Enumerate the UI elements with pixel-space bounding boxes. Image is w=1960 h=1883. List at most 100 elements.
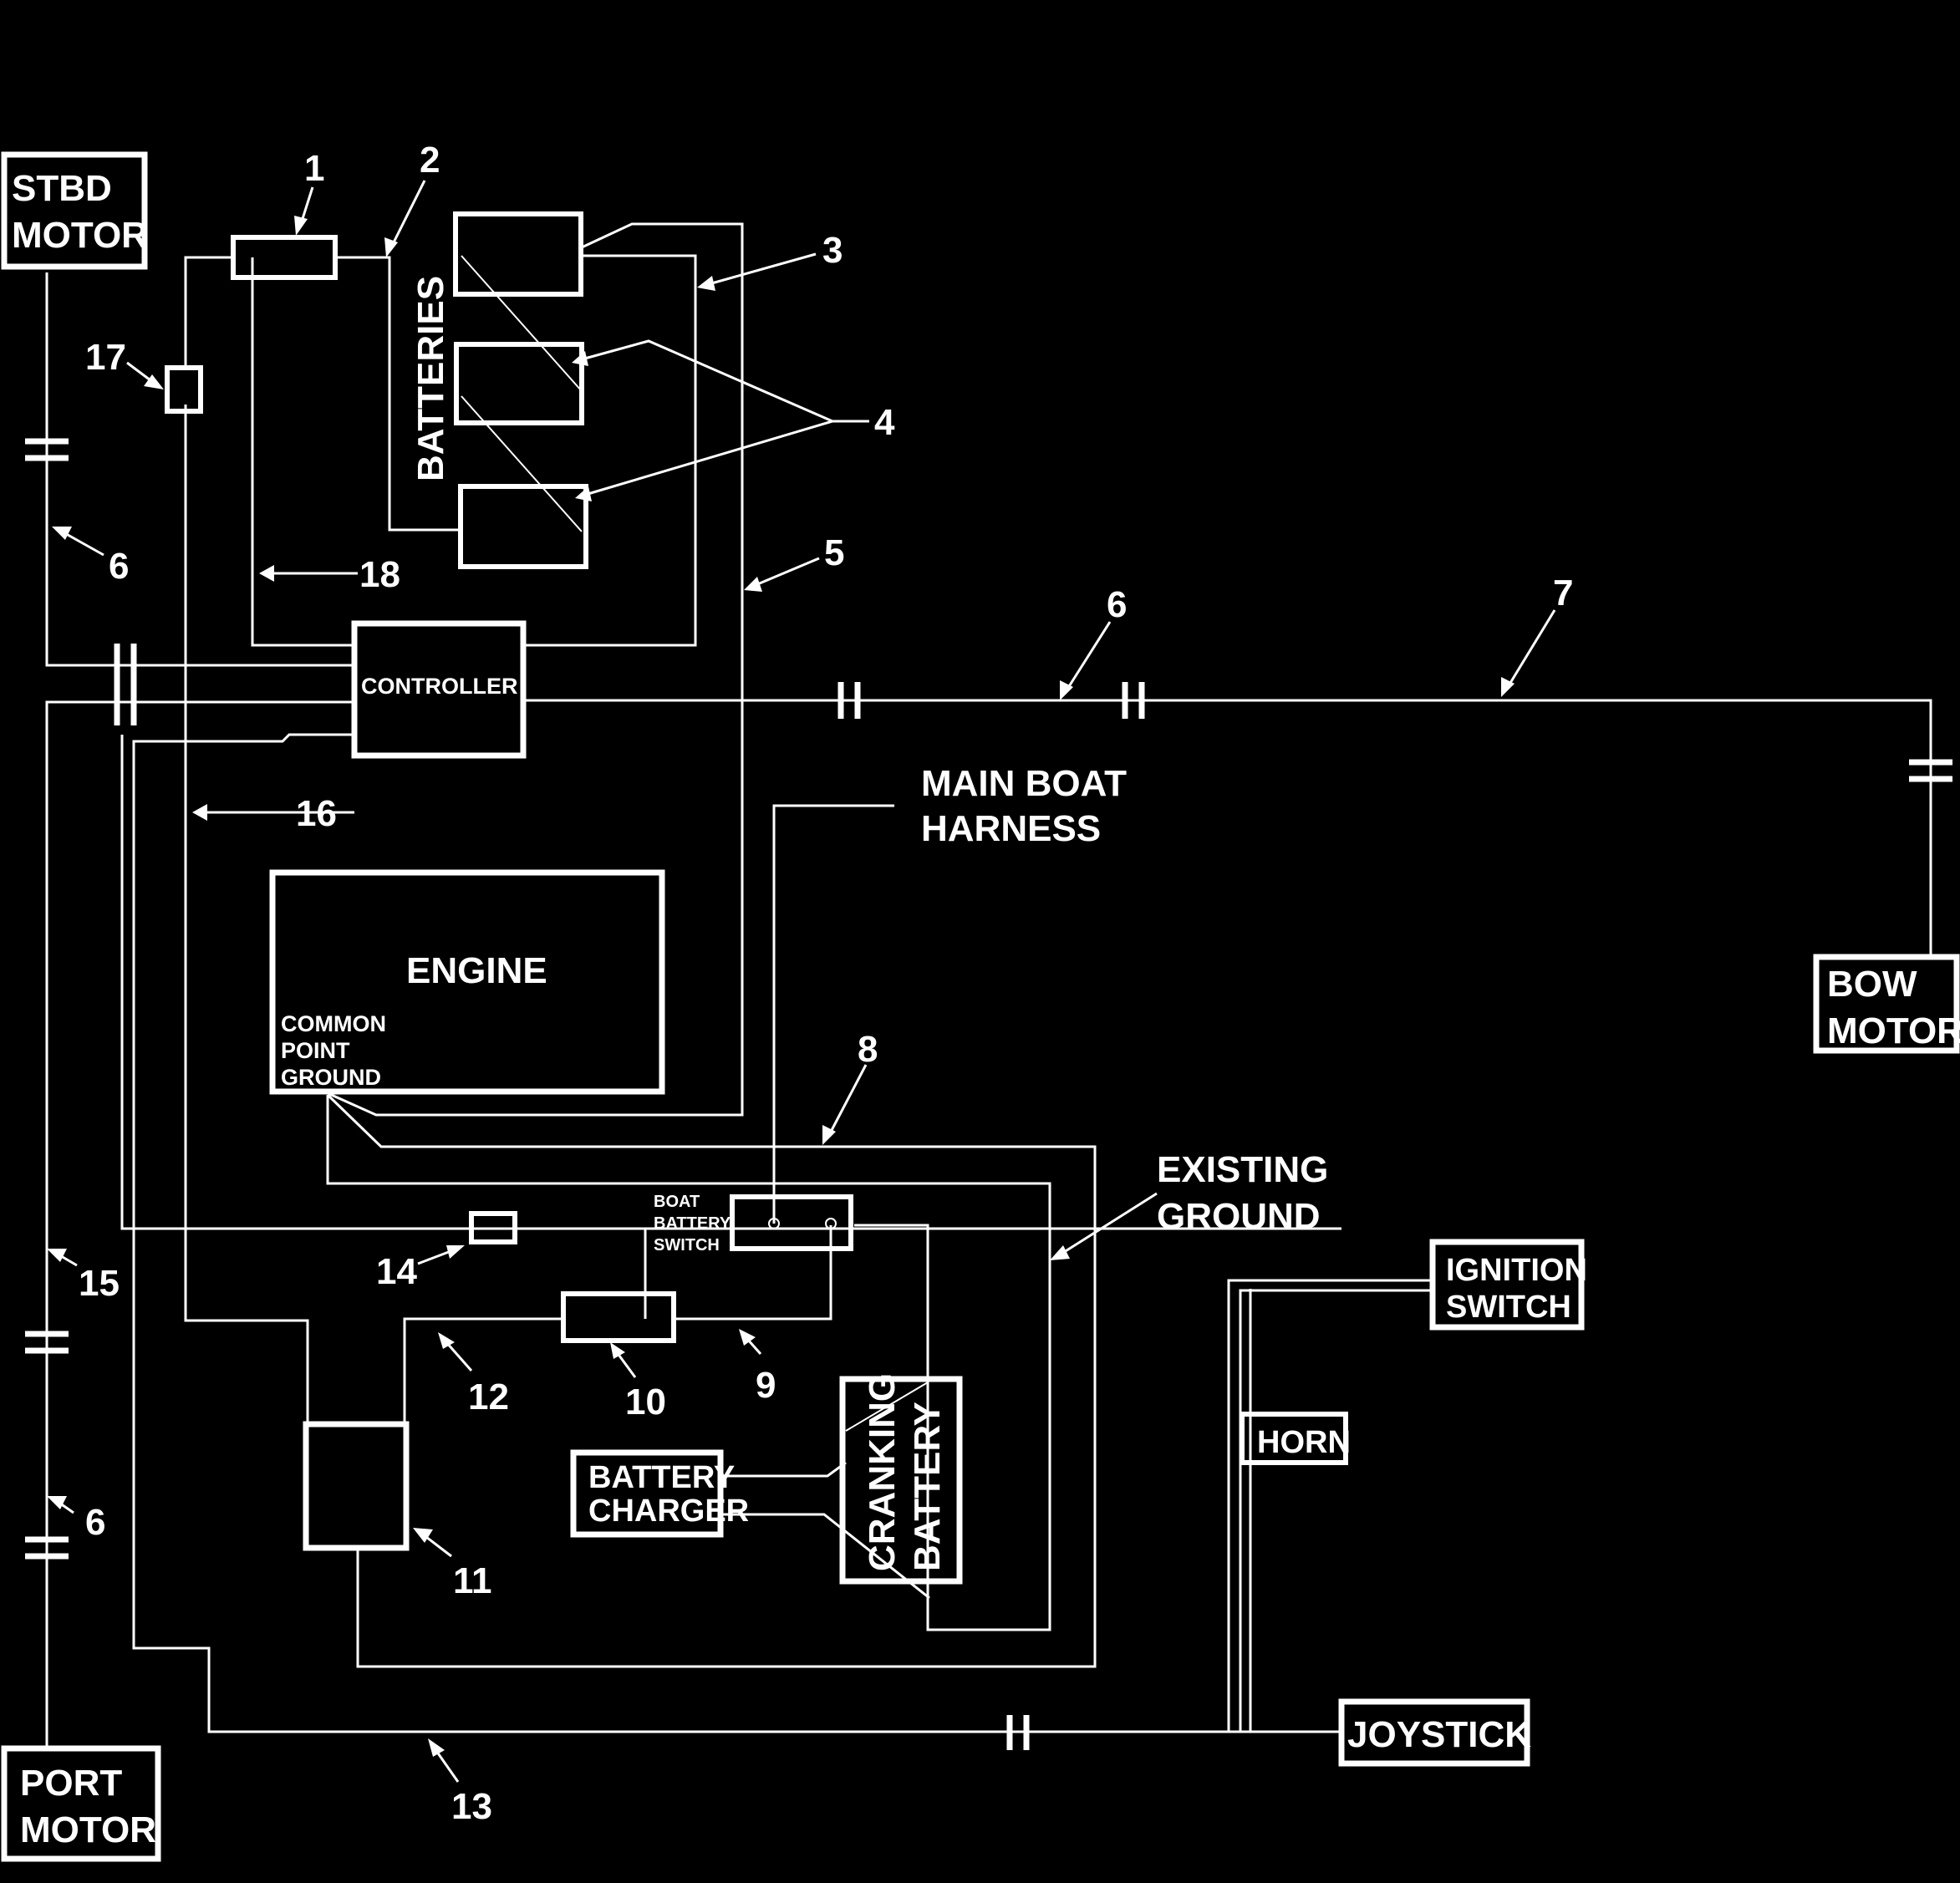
- battery-switch-post-b: [825, 1218, 837, 1229]
- main-boat-harness-label-2: HARNESS: [921, 808, 1101, 849]
- connector-bow-c: [1909, 759, 1952, 782]
- wire-existing-ground: [326, 1095, 1051, 1631]
- cranking-battery-box: [839, 1376, 963, 1585]
- battery-top: [453, 211, 583, 297]
- engine-box: [269, 869, 665, 1095]
- bow-motor-label-1: BOW: [1827, 964, 1917, 1005]
- wire-16: [184, 405, 309, 1424]
- common-point-ground-label-2: POINT: [281, 1038, 350, 1063]
- connector-stbd: [25, 438, 69, 461]
- callout-numbers: 1 2 3 4 5 6 6 6 7 8 9 10 11 12 13 14 15 …: [79, 140, 1573, 1827]
- controller-box: [351, 620, 527, 759]
- wire-main-harness: [772, 804, 894, 1224]
- fuse-17: [165, 365, 203, 414]
- callout-6a: 6: [109, 546, 129, 587]
- bow-motor-wire: [523, 699, 1932, 954]
- component-labels: STBD MOTOR PORT MOTOR BOW MOTOR BATTERIE…: [12, 168, 1960, 1850]
- callout-13: 13: [451, 1786, 492, 1827]
- callout-5: 5: [824, 532, 844, 573]
- port-motor-label-2: MOTOR: [20, 1809, 156, 1850]
- wire-5: [327, 222, 744, 1117]
- cranking-battery-label-2: BATTERY: [907, 1402, 948, 1571]
- battery-charger-label-1: BATTERY: [588, 1460, 735, 1495]
- boat-battery-switch-label-3: SWITCH: [654, 1236, 720, 1254]
- callout-leaders: [47, 180, 1556, 1783]
- stbd-motor-box: [1, 151, 148, 270]
- joystick-label: JOYSTICK: [1347, 1714, 1531, 1755]
- connector-controller-harness: [114, 644, 137, 725]
- wire-2: [334, 256, 460, 532]
- callout-14: 14: [376, 1251, 417, 1292]
- main-boat-harness-label-1: MAIN BOAT: [921, 763, 1127, 804]
- ignition-switch-label-1: IGNITION: [1446, 1253, 1587, 1288]
- callout-6c: 6: [85, 1502, 105, 1543]
- connector-port-upper: [25, 1331, 69, 1354]
- callout-17: 17: [85, 337, 126, 378]
- connector-joystick: [1006, 1715, 1030, 1750]
- callout-7: 7: [1553, 573, 1573, 613]
- callout-1: 1: [304, 148, 324, 189]
- fuse-14: [469, 1211, 517, 1244]
- batteries-label: BATTERIES: [410, 276, 451, 481]
- callout-8: 8: [858, 1029, 878, 1070]
- connector-port-lower: [25, 1536, 69, 1560]
- cranking-battery-label-1: CRANKING: [862, 1373, 903, 1571]
- boat-battery-switch-box: [730, 1194, 853, 1251]
- joystick-harness-wire: [132, 733, 1341, 1733]
- battery-middle: [454, 342, 584, 425]
- wire-fuse17-top: [184, 256, 232, 368]
- battery-switch-post-a: [768, 1218, 780, 1229]
- engine-label: ENGINE: [406, 950, 547, 991]
- common-point-ground-label-1: COMMON: [281, 1011, 386, 1036]
- wire-18: [251, 257, 354, 647]
- stbd-motor-label-2: MOTOR: [12, 215, 148, 256]
- stbd-motor-label-1: STBD: [12, 168, 112, 209]
- battery-link-b: [461, 395, 583, 532]
- wire-charger-b: [722, 1513, 930, 1600]
- horn-box: [1240, 1412, 1348, 1465]
- callout-3: 3: [822, 230, 843, 271]
- wire-9: [675, 1225, 832, 1321]
- callout-9: 9: [756, 1365, 776, 1406]
- callout-11: 11: [453, 1560, 492, 1601]
- wire-14: [518, 1227, 647, 1319]
- battery-link-a: [461, 255, 583, 392]
- callout-2: 2: [420, 140, 440, 181]
- common-point-ground-label-3: GROUND: [281, 1065, 381, 1090]
- boat-battery-switch-label-1: BOAT: [654, 1193, 700, 1211]
- component-boxes: [1, 151, 1960, 1862]
- bow-motor-box: [1813, 954, 1960, 1054]
- bow-motor-label-2: MOTOR: [1827, 1010, 1960, 1051]
- callout-12: 12: [468, 1377, 509, 1417]
- existing-ground-label-1: EXISTING: [1157, 1149, 1328, 1190]
- ignition-switch-label-2: SWITCH: [1446, 1290, 1571, 1325]
- port-motor-box: [1, 1745, 161, 1862]
- port-motor-label-1: PORT: [20, 1763, 122, 1804]
- battery-charger-label-2: CHARGER: [588, 1494, 749, 1529]
- wire-8: [326, 1093, 1097, 1668]
- cranking-battery-post: [845, 1382, 929, 1432]
- joystick-harness-wire-b: [120, 735, 1341, 1230]
- battery-bottom: [458, 484, 588, 569]
- callout-18: 18: [359, 554, 400, 595]
- existing-ground-label-2: GROUND: [1157, 1196, 1321, 1237]
- ignition-wire-a: [1227, 1279, 1433, 1732]
- ignition-switch-box: [1429, 1239, 1585, 1331]
- stbd-motor-wire: [45, 272, 354, 667]
- callout-4: 4: [874, 402, 895, 443]
- battery-charger-box: [570, 1449, 724, 1538]
- controller-label: CONTROLLER: [361, 674, 517, 699]
- connector-bow-a: [837, 682, 861, 719]
- boat-battery-switch-label-2: BATTERY: [654, 1214, 731, 1233]
- connector-bow-b: [1122, 682, 1145, 719]
- callout-10: 10: [625, 1382, 666, 1422]
- wire-3: [523, 254, 697, 647]
- ignition-wire-b: [1239, 1289, 1433, 1732]
- joystick-box: [1338, 1698, 1530, 1767]
- circuit-breaker-1: [231, 235, 338, 280]
- callout-15: 15: [79, 1263, 120, 1304]
- circuit-breaker-11: [303, 1421, 410, 1551]
- wire-12: [403, 1317, 563, 1424]
- circuit-breaker-10: [561, 1291, 676, 1343]
